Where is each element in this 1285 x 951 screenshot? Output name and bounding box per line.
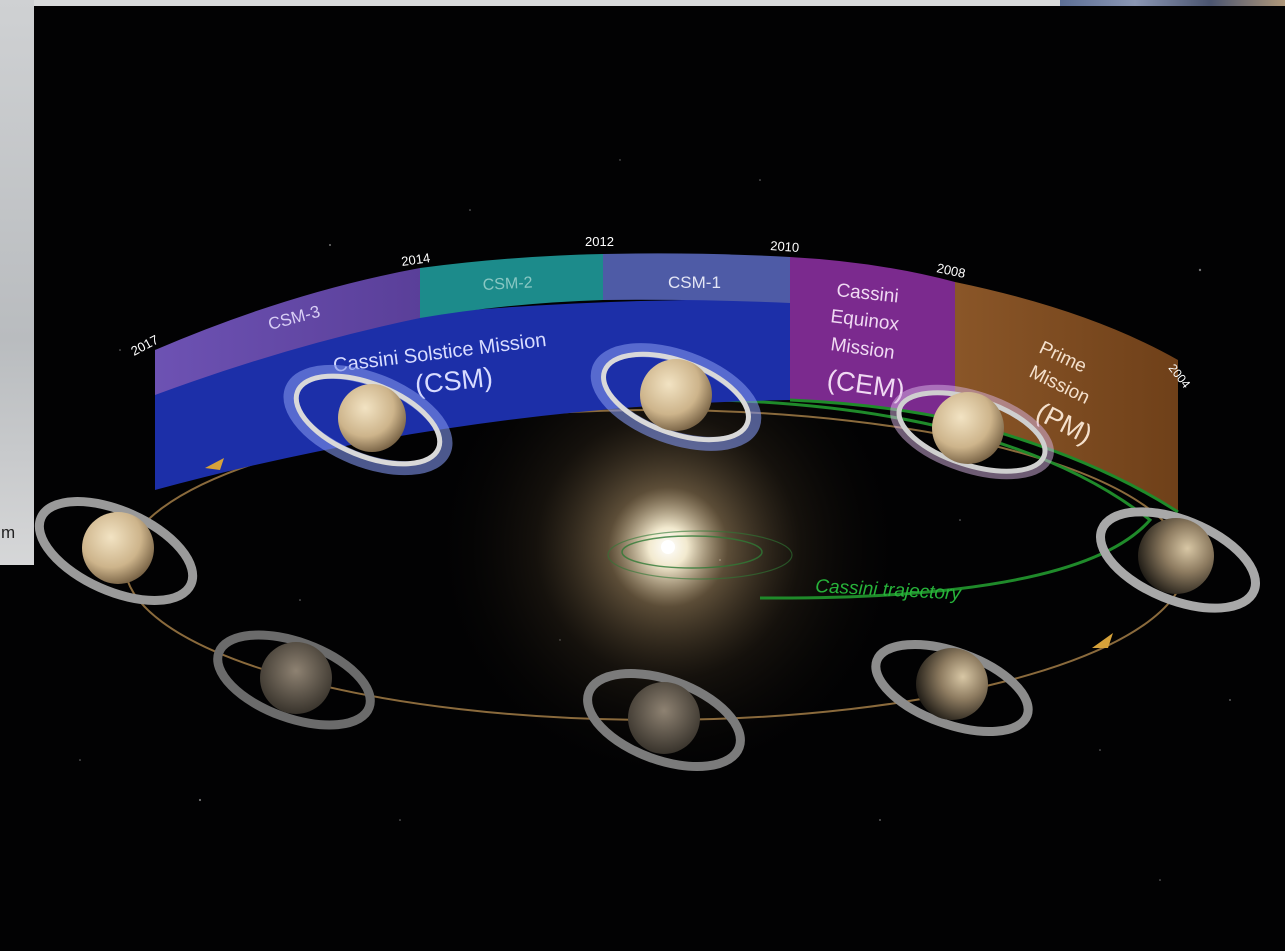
label-csm1: CSM-1 bbox=[668, 273, 721, 292]
sun bbox=[661, 540, 675, 554]
orbit-direction-arrow-right bbox=[1092, 633, 1113, 648]
saturn-2004-position bbox=[1096, 507, 1260, 613]
year-2008: 2008 bbox=[935, 260, 966, 281]
left-photo-fragment bbox=[0, 0, 34, 565]
cem-band bbox=[790, 257, 955, 420]
top-strip bbox=[0, 0, 1285, 6]
inner-orbit-1 bbox=[621, 535, 763, 569]
saturn-2017-position bbox=[283, 364, 453, 476]
label-csm2: CSM-2 bbox=[482, 274, 533, 294]
inner-orbit-2 bbox=[607, 530, 793, 580]
year-2010: 2010 bbox=[770, 238, 800, 255]
saturn-2012-position bbox=[590, 343, 762, 451]
year-2014: 2014 bbox=[400, 250, 431, 269]
top-right-photo-fragment bbox=[1060, 0, 1285, 6]
saturn-2009-position bbox=[890, 384, 1054, 480]
cassini-trajectory-path bbox=[719, 398, 1153, 600]
orbit-direction-arrow-left bbox=[205, 458, 224, 470]
csm3-band bbox=[155, 268, 420, 395]
csm1-band bbox=[603, 253, 790, 303]
starfield bbox=[79, 159, 1231, 881]
year-2012: 2012 bbox=[585, 234, 614, 249]
csm2-band bbox=[420, 254, 603, 318]
left-fragment-text: m bbox=[1, 523, 16, 542]
saturn-left-position bbox=[34, 497, 198, 605]
saturn-bottom-position bbox=[583, 669, 745, 771]
saturn-lower-left-position bbox=[213, 630, 375, 730]
pm-band bbox=[955, 282, 1178, 512]
saturn-lower-right-position bbox=[871, 639, 1033, 737]
